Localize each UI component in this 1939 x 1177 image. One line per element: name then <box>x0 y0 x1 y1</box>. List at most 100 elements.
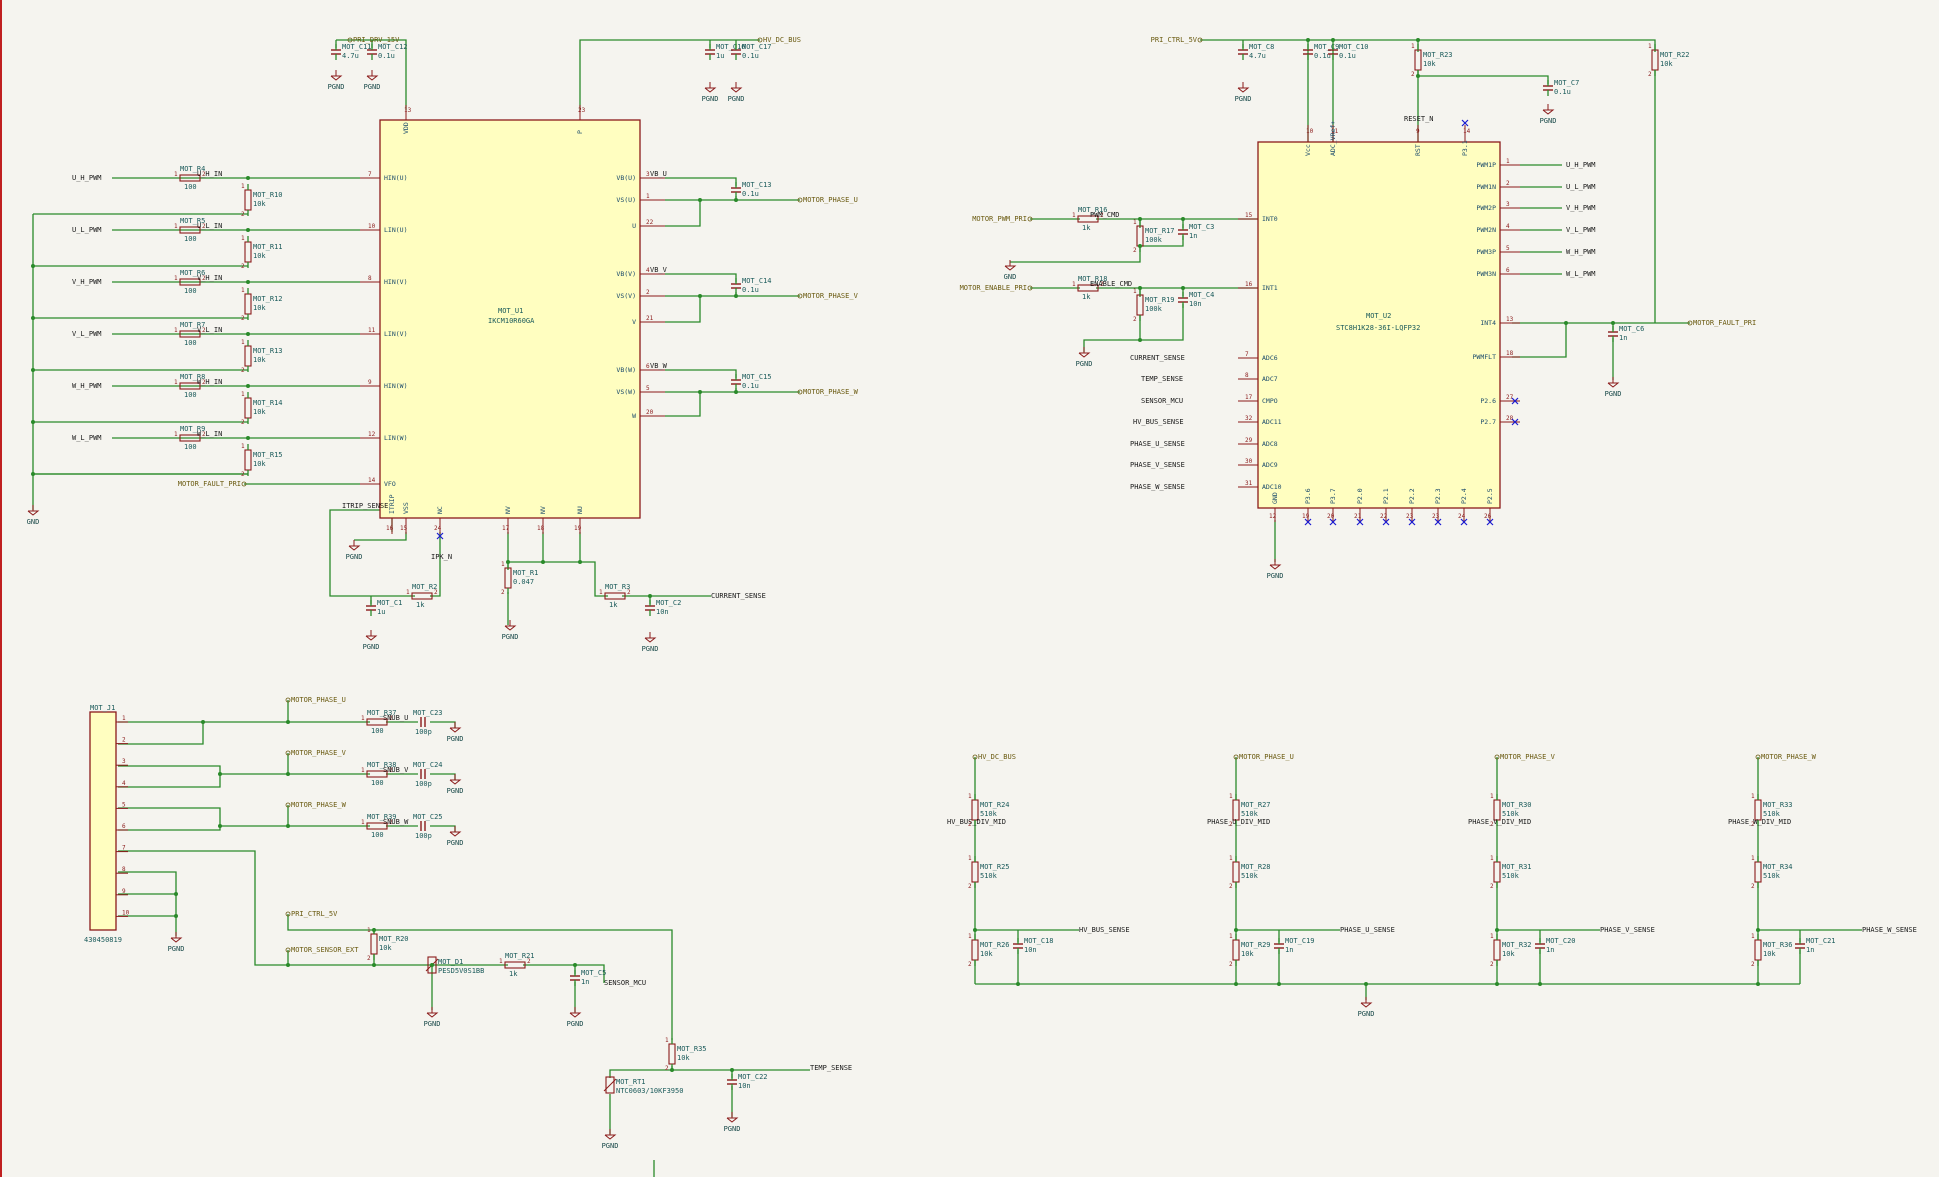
connector-j1[interactable]: MOT_J1 430450819 <box>84 704 122 944</box>
junction-dot <box>698 390 702 394</box>
hier-label-marker <box>285 947 291 953</box>
global-label: W_L_PWM <box>72 434 102 442</box>
hier-label: MOTOR_PHASE_W <box>291 801 347 809</box>
resistor-pin-num: 1 <box>1229 933 1233 940</box>
ground-symbol <box>726 1117 739 1123</box>
resistor-body <box>244 345 252 367</box>
junction-dot <box>1138 286 1142 290</box>
resistor-pin-num: 1 <box>241 287 245 294</box>
j1-pin-num: 5 <box>122 801 126 808</box>
capacitor-value: 1u <box>716 52 724 60</box>
resistor-pin-num: 2 <box>241 315 245 322</box>
resistor-pin-num: 1 <box>1751 793 1755 800</box>
capacitor-ref: MOT_C13 <box>742 181 772 189</box>
ground-label: PGND <box>502 633 519 641</box>
capacitor-value: 1n <box>1285 946 1293 954</box>
resistor-body <box>1754 799 1762 821</box>
u1-pin-num: 16 <box>386 525 394 532</box>
capacitor-value: 1u <box>377 608 385 616</box>
capacitor-ref: MOT_C15 <box>742 373 772 381</box>
junction-dot <box>218 824 222 828</box>
resistor-pin-num: 2 <box>1100 281 1104 288</box>
local-label: VB_U <box>650 170 667 178</box>
resistor-body <box>971 799 979 821</box>
resistor-value: 100 <box>184 287 197 295</box>
resistor-pin-num: 2 <box>241 471 245 478</box>
resistor-pin-num: 2 <box>202 223 206 230</box>
resistor-pin-num: 1 <box>1490 793 1494 800</box>
u1-pin-num: 19 <box>574 525 582 532</box>
u2-pin-num: 4 <box>1506 223 1510 230</box>
u1-pin-name: U <box>632 222 636 230</box>
resistor-body <box>179 226 201 234</box>
global-label: U_L_PWM <box>1566 183 1596 191</box>
ground-symbol <box>330 75 343 81</box>
u2-pin-num: 5 <box>1506 245 1510 252</box>
special-component-mark <box>603 1078 617 1092</box>
u1-wiring <box>32 39 800 625</box>
u2-pin-num: 26 <box>1484 513 1492 520</box>
capacitor-value: 1n <box>1546 946 1554 954</box>
capacitor-ref: MOT_C24 <box>413 761 443 769</box>
u2-pin-name: ADC6 <box>1262 354 1278 362</box>
u2-pin-num: 24 <box>1458 513 1466 520</box>
ic-u1[interactable]: MOT_U1 IKCM10R60GA <box>379 119 641 519</box>
local-label: SNUB_V <box>383 766 409 774</box>
local-label: HV_BUS_DIV_MID <box>947 818 1006 826</box>
u1-pin-num: 21 <box>646 315 654 322</box>
global-label: CURRENT_SENSE <box>711 592 766 600</box>
u2-pin-num: 30 <box>1245 458 1253 465</box>
resistor-body <box>604 592 626 600</box>
resistor-pin-num: 2 <box>1490 961 1494 968</box>
capacitor-ref: MOT_C22 <box>738 1073 768 1081</box>
global-label: V_H_PWM <box>72 278 102 286</box>
global-label: V_L_PWM <box>72 330 102 338</box>
capacitor-ref: MOT_C16 <box>716 43 746 51</box>
resistor-ref: MOT_R17 <box>1145 227 1175 235</box>
u2-pin-num: 3 <box>1506 201 1510 208</box>
ic-u2[interactable]: MOT_U2 STC8H1K28-36I-LQFP32 <box>1257 141 1501 509</box>
ground-label: PGND <box>642 645 659 653</box>
junction-dot <box>973 928 977 932</box>
capacitor-value: 1n <box>1806 946 1814 954</box>
junction-dot <box>1611 321 1615 325</box>
resistor-body <box>366 718 388 726</box>
junction-dot <box>31 264 35 268</box>
resistor-body <box>1077 284 1099 292</box>
resistor-ref: MOT_R9 <box>180 425 205 433</box>
resistor-pin-num: 1 <box>1229 855 1233 862</box>
resistor-ref: MOT_R36 <box>1763 941 1793 949</box>
capacitor-value: 100p <box>415 728 432 736</box>
svg-text:MOT_J1: MOT_J1 <box>90 704 115 712</box>
u2-pin-name: P2.0 <box>1356 488 1364 504</box>
no-connect-mark <box>1511 397 1519 405</box>
u1-pin-name: VS(V) <box>616 292 636 300</box>
u2-pin-name: INT0 <box>1262 215 1278 223</box>
hier-label-marker <box>1687 320 1693 326</box>
j1-pin-num: 4 <box>122 780 126 787</box>
u1-pin-num: 5 <box>646 385 650 392</box>
resistor-pin-num: 2 <box>367 955 371 962</box>
u2-pin-num: 6 <box>1506 267 1510 274</box>
junction-dot <box>1756 982 1760 986</box>
resistor-ref: MOT_R27 <box>1241 801 1271 809</box>
u2-pin-name: ADC7 <box>1262 375 1278 383</box>
u1-pin-name: P <box>576 130 584 134</box>
junction-dot <box>698 198 702 202</box>
ground-label: PGND <box>447 839 464 847</box>
resistor-body <box>1493 861 1501 883</box>
global-label: PHASE_U_SENSE <box>1130 440 1185 448</box>
resistor-body <box>1232 799 1240 821</box>
u2-pin-num: 23 <box>1432 513 1440 520</box>
resistor-value: 0.047 <box>513 578 534 586</box>
resistor-body <box>1136 225 1144 247</box>
resistor-pin-num: 1 <box>174 327 178 334</box>
capacitor-ref: MOT_C14 <box>742 277 772 285</box>
u1-pin-name: HIN(V) <box>384 278 407 286</box>
capacitor-ref: MOT_C20 <box>1546 937 1576 945</box>
svg-text:MOT_U2: MOT_U2 <box>1366 312 1391 320</box>
ground-label: GND <box>27 518 40 526</box>
junction-dot <box>31 472 35 476</box>
u1-pin-num: 22 <box>646 219 654 226</box>
resistor-ref: MOT_R35 <box>677 1045 707 1053</box>
